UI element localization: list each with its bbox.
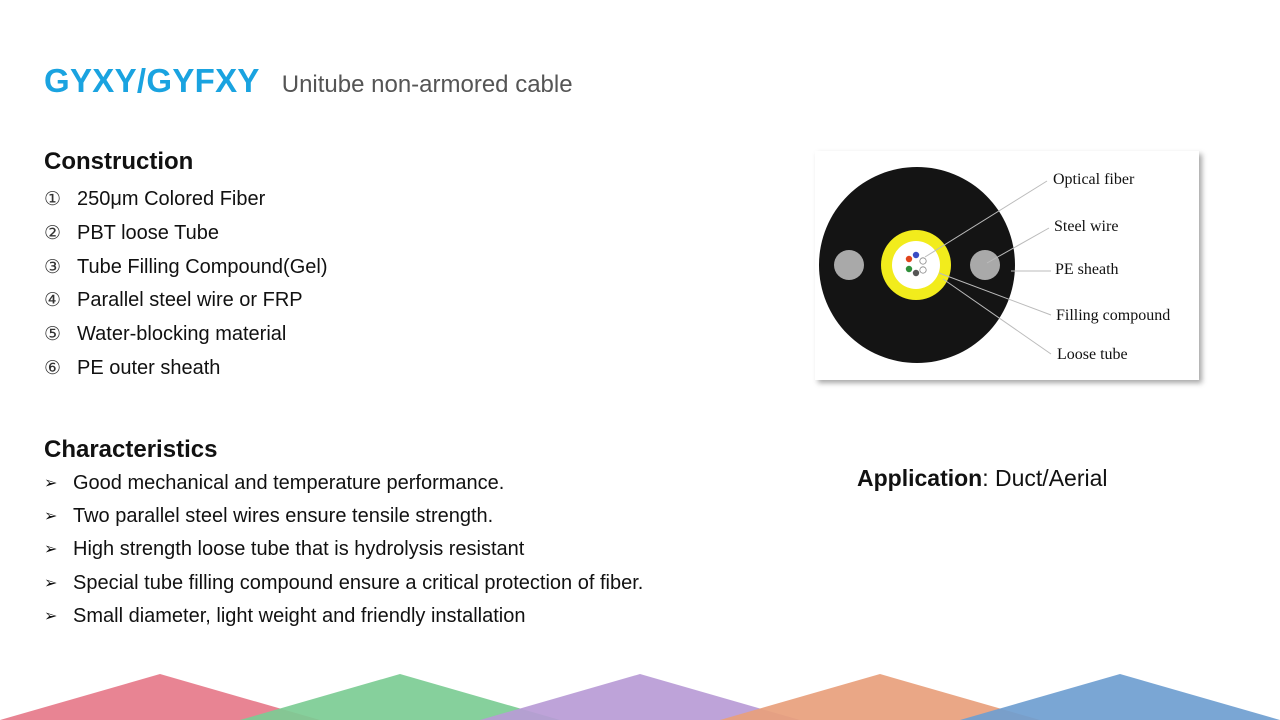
characteristics-heading: Characteristics xyxy=(44,436,218,463)
characteristic-text: Good mechanical and temperature performa… xyxy=(73,472,505,494)
cable-cross-section-diagram: Optical fiber Steel wire PE sheath Filli… xyxy=(819,167,1170,363)
characteristic-text: High strength loose tube that is hydroly… xyxy=(73,538,525,561)
steel-wire-right-shape xyxy=(970,250,1000,280)
arrow-bullet-icon: ➢ xyxy=(44,473,58,492)
item-number-mark: ④ xyxy=(44,289,62,312)
characteristic-text: Special tube filling compound ensure a c… xyxy=(73,571,644,594)
fiber-dot xyxy=(919,257,927,265)
fiber-dot xyxy=(905,255,913,263)
characteristic-text: Small diameter, light weight and friendl… xyxy=(73,604,526,627)
construction-item-text: Parallel steel wire or FRP xyxy=(77,289,303,312)
cable-cross-section-figure: Optical fiber Steel wire PE sheath Filli… xyxy=(815,151,1199,380)
construction-item: ⑥ PE outer sheath xyxy=(44,353,327,387)
label-steel-wire: Steel wire xyxy=(1054,218,1118,235)
arrow-bullet-icon: ➢ xyxy=(44,506,58,526)
construction-item: ② PBT loose Tube xyxy=(44,218,327,252)
leader-lines xyxy=(924,180,1052,355)
characteristic-item: ➢ Special tube filling compound ensure a … xyxy=(44,569,643,602)
application-line: Application: Duct/Aerial xyxy=(857,465,1108,492)
arrow-bullet-icon: ➢ xyxy=(44,605,58,625)
product-code-title: GYXY/GYFXY xyxy=(44,62,260,99)
item-number-mark: ⑤ xyxy=(44,323,62,346)
fiber-dot xyxy=(912,251,920,259)
characteristic-item: ➢ High strength loose tube that is hydrol… xyxy=(44,535,643,568)
label-pe-sheath: PE sheath xyxy=(1055,261,1119,278)
decor-triangle xyxy=(960,674,1280,720)
characteristic-item: ➢ Two parallel steel wires ensure tensile… xyxy=(44,502,643,535)
item-number-mark: ② xyxy=(44,221,62,244)
decorative-triangle-band xyxy=(0,674,1280,720)
characteristic-item: ➢ Good mechanical and temperature perform… xyxy=(44,469,643,502)
decor-triangle xyxy=(720,674,1040,720)
arrow-bullet-icon: ➢ xyxy=(44,539,58,559)
construction-item-text: 250μm Colored Fiber xyxy=(77,188,266,210)
characteristic-item: ➢ Small diameter, light weight and friend… xyxy=(44,602,643,635)
construction-item-text: Tube Filling Compound(Gel) xyxy=(77,255,328,278)
fiber-dot xyxy=(919,266,927,274)
application-label: Application xyxy=(857,465,983,491)
fiber-dot xyxy=(912,269,920,277)
construction-item-text: PBT loose Tube xyxy=(77,221,219,244)
decor-triangle xyxy=(0,674,320,720)
construction-item: ⑤ Water-blocking material xyxy=(44,319,327,353)
filling-compound-shape xyxy=(892,241,940,289)
construction-item-text: PE outer sheath xyxy=(77,356,221,379)
label-loose-tube: Loose tube xyxy=(1057,346,1128,363)
characteristic-text: Two parallel steel wires ensure tensile … xyxy=(73,505,494,528)
product-subtitle: Unitube non-armored cable xyxy=(281,71,573,98)
label-optical-fiber: Optical fiber xyxy=(1053,171,1135,188)
item-number-mark: ① xyxy=(44,188,62,210)
construction-heading: Construction xyxy=(44,148,194,175)
label-filling-compound: Filling compound xyxy=(1056,307,1170,324)
arrow-bullet-icon: ➢ xyxy=(44,572,58,592)
application-value: : Duct/Aerial xyxy=(982,465,1108,491)
item-number-mark: ③ xyxy=(44,255,62,278)
construction-item: ① 250μm Colored Fiber xyxy=(44,184,327,218)
construction-item: ③ Tube Filling Compound(Gel) xyxy=(44,252,327,286)
fiber-dot xyxy=(905,265,913,273)
item-number-mark: ⑥ xyxy=(44,356,62,379)
construction-item: ④ Parallel steel wire or FRP xyxy=(44,285,327,319)
characteristics-list: ➢ Good mechanical and temperature perform… xyxy=(44,469,643,635)
decor-triangle xyxy=(240,674,560,720)
construction-item-text: Water-blocking material xyxy=(77,323,287,346)
steel-wire-left-shape xyxy=(834,250,864,280)
page-title: GYXY/GYFXY Unitube non-armored cable xyxy=(44,62,573,100)
decor-triangle xyxy=(480,674,800,720)
construction-list: ① 250μm Colored Fiber ② PBT loose Tube ③ Tu… xyxy=(44,184,327,387)
